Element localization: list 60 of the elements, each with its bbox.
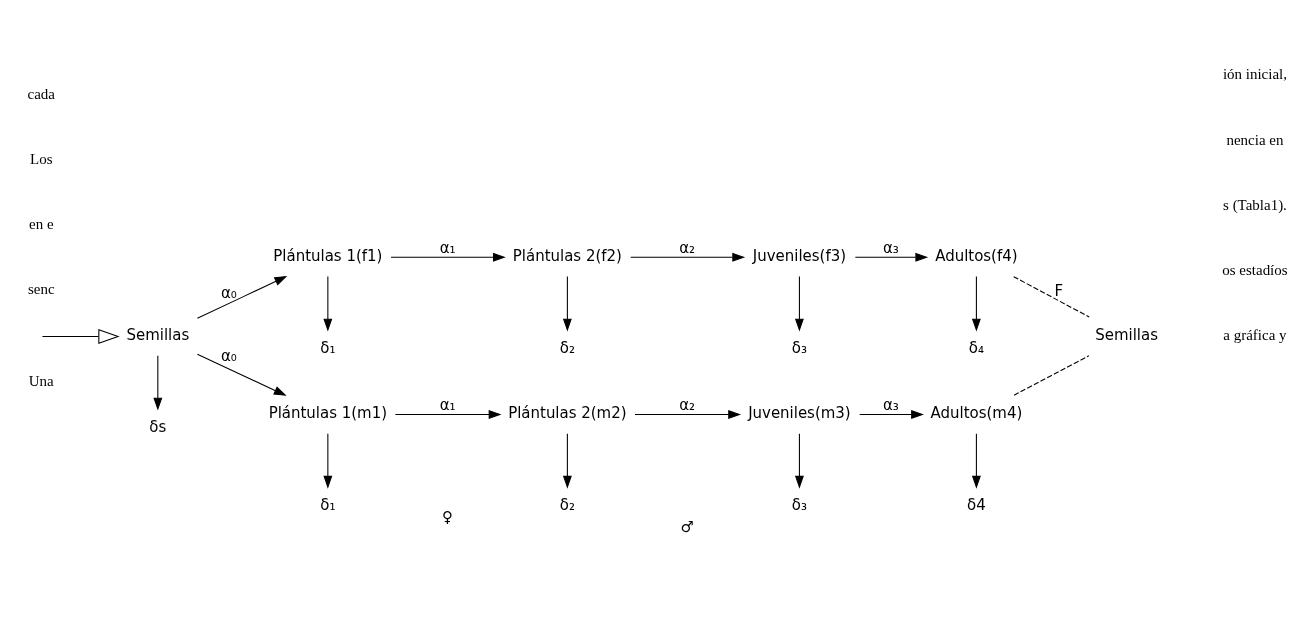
node-text: δ₁ bbox=[320, 495, 336, 514]
connector bbox=[1013, 275, 1090, 318]
label: a gráfica y bbox=[1223, 326, 1287, 343]
arrow bbox=[153, 354, 163, 411]
arrow bbox=[323, 275, 333, 331]
arrow bbox=[854, 252, 929, 262]
arrow bbox=[971, 275, 981, 331]
arrow bbox=[971, 432, 981, 489]
node-text: Adultos(m4) bbox=[930, 403, 1023, 422]
label: os estadíos bbox=[1222, 261, 1288, 278]
edge-label: α₃ bbox=[882, 238, 899, 257]
node-text: Plántulas 1(m1) bbox=[268, 403, 388, 422]
arrow bbox=[794, 432, 804, 489]
node-text: δs bbox=[149, 417, 167, 436]
node-text: δ₃ bbox=[791, 495, 808, 514]
connector bbox=[1013, 354, 1090, 396]
node-text: δ₂ bbox=[559, 338, 575, 357]
node-text: δ₃ bbox=[791, 338, 808, 357]
arrow bbox=[634, 409, 742, 419]
node-text: δ₂ bbox=[559, 495, 575, 514]
edge-label: α₁ bbox=[439, 395, 456, 414]
node-text: Adultos(f4) bbox=[935, 246, 1018, 265]
arrow bbox=[394, 409, 502, 419]
arrow bbox=[196, 353, 287, 396]
label: cada bbox=[27, 85, 55, 102]
node-text: Plántulas 2(m2) bbox=[508, 403, 627, 422]
arrow bbox=[859, 409, 924, 419]
node-text: Plántulas 1(f1) bbox=[273, 246, 383, 265]
edge-label: α₁ bbox=[439, 238, 456, 257]
edge-label: α₀ bbox=[221, 283, 237, 302]
edge-label: F bbox=[1054, 281, 1064, 300]
label: en e bbox=[29, 215, 54, 232]
node-text: Semillas bbox=[1095, 325, 1159, 344]
label: Una bbox=[28, 372, 54, 389]
edge-label: α₀ bbox=[221, 346, 237, 365]
node-text: Juveniles(f3) bbox=[752, 246, 847, 265]
label: ♀ bbox=[442, 507, 454, 526]
label: ♂ bbox=[680, 517, 694, 536]
arrow bbox=[41, 328, 120, 344]
arrow bbox=[630, 252, 746, 262]
arrow bbox=[562, 275, 572, 331]
edge-label: α₂ bbox=[679, 238, 696, 257]
node-text: δ₄ bbox=[968, 338, 984, 357]
edge-label: α₃ bbox=[882, 395, 899, 414]
node-text: Juveniles(m3) bbox=[748, 403, 851, 422]
label: s (Tabla1). bbox=[1223, 196, 1287, 213]
label: ión inicial, bbox=[1222, 65, 1287, 82]
label: nencia en bbox=[1226, 131, 1284, 148]
node-text: Semillas bbox=[126, 325, 190, 344]
arrow bbox=[562, 432, 572, 489]
arrow bbox=[323, 432, 333, 489]
arrow bbox=[794, 275, 804, 331]
node-text: δ4 bbox=[967, 495, 986, 514]
label: Los bbox=[30, 150, 53, 167]
arrow bbox=[390, 252, 506, 262]
edge-label: α₂ bbox=[679, 395, 696, 414]
node-text: δ₁ bbox=[320, 338, 336, 357]
arrow bbox=[196, 275, 288, 319]
node-text: Plántulas 2(f2) bbox=[512, 246, 622, 265]
label: senc bbox=[27, 280, 55, 297]
